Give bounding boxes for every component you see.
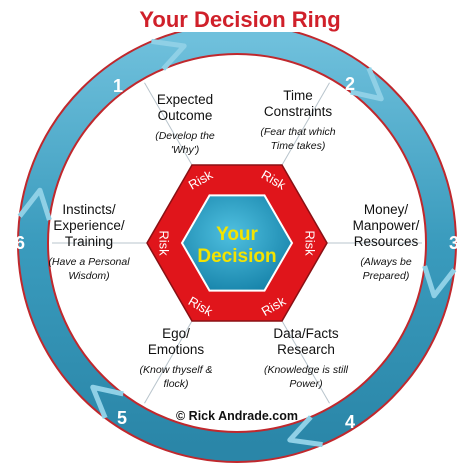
segment-note-line: Wisdom) [68,270,109,282]
segment-note-line: 'Why') [171,144,200,156]
sector-divider-1 [279,82,330,169]
segment-note-line: flock) [163,378,188,390]
segment-heading-line: Research [277,342,335,357]
center-text-line1: Your [216,224,258,245]
ring-chevron-4 [90,384,124,419]
segment-heading-line: Expected [157,92,213,107]
center-text-line2: Decision [197,246,276,267]
segment-heading-line: Ego/ [162,326,190,341]
ring-chevron-6 [151,38,187,71]
segment-number-1: 1 [113,76,123,96]
segment-heading-line: Manpower/ [353,218,420,233]
sector-divider-4 [144,317,195,404]
ring-band [18,24,456,462]
segment-note-line: (Knowledge is still [264,364,349,376]
segment-heading-line: Instincts/ [62,202,116,217]
segment-6: Instincts/Experience/Training (Have a Per… [48,202,130,282]
ring-inner-edge [47,53,427,433]
segment-numbers: 1 2 3 4 5 6 [15,74,459,432]
segment-number-6: 6 [15,233,25,253]
segment-3: Money/Manpower/Resources (Always be Prepar… [353,202,420,282]
diagram-title: Your Decision Ring [139,7,340,32]
segment-note-line: Power) [289,378,322,390]
segment-heading-line: Money/ [364,202,409,217]
sector-dividers [52,82,422,404]
ring-chevron-5 [17,187,52,221]
segment-heading-line: Resources [354,234,419,249]
ring-chevron-2 [422,265,457,299]
segment-note-line: Prepared) [363,270,410,282]
ring-chevron-1 [350,67,384,102]
title-backdrop [135,2,345,32]
segment-heading-line: Data/Facts [273,326,339,341]
segment-note-line: (Always be [360,256,412,268]
segment-heading-line: Emotions [148,342,205,357]
segment-number-4: 4 [345,412,355,432]
ring-chevron-3 [287,415,323,448]
segment-number-3: 3 [449,233,459,253]
center-hexagon [180,194,294,292]
segment-5: Ego/Emotions (Know thyself & flock) [140,326,213,390]
segment-note-line: (Develop the [155,130,215,142]
segment-heading-line: Outcome [158,108,213,123]
copyright-text: © Rick Andrade.com [176,409,298,423]
sector-divider-6 [144,82,195,169]
segment-note-line: (Fear that which [260,126,335,138]
ring-arrows [17,38,457,448]
sector-divider-3 [279,317,330,404]
segment-heading-line: Training [65,234,113,249]
segment-note-line: (Have a Personal [48,256,130,268]
segment-heading-line: Time [283,88,313,103]
risk-label-6: Risk [157,230,172,256]
segment-number-5: 5 [117,408,127,428]
segment-note-line: Time takes) [271,140,326,152]
segment-note-line: (Know thyself & [140,364,213,376]
segment-heading-line: Constraints [264,104,333,119]
segment-number-2: 2 [345,74,355,94]
risk-label-3: Risk [303,230,318,256]
segment-heading-line: Experience/ [53,218,125,233]
